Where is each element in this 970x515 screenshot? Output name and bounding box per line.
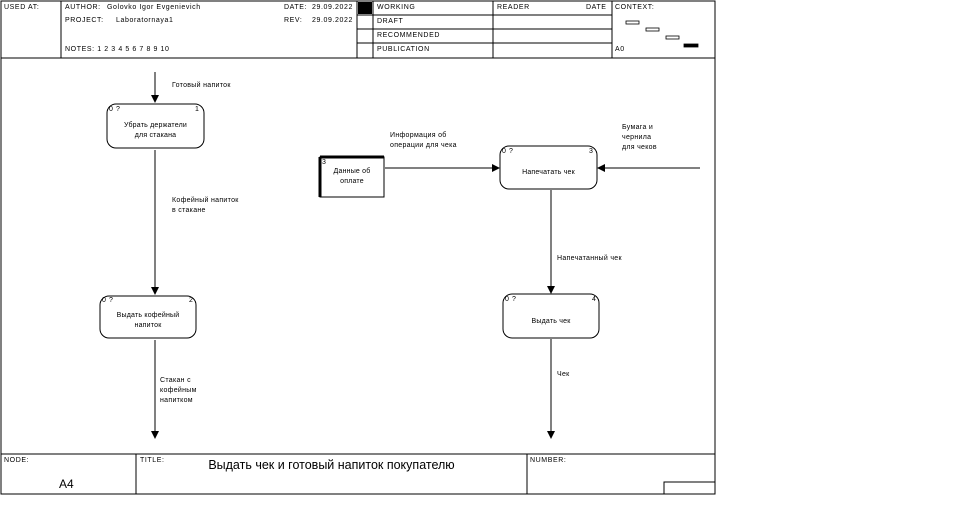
diagram-title: Выдать чек и готовый напиток покупателю <box>208 458 455 472</box>
reader-date-label: DATE <box>586 4 607 11</box>
box3-num: 3 <box>589 148 594 155</box>
box4-ref: 0 ? <box>505 296 517 303</box>
box1-label: Убрать держатели для стакана <box>107 121 204 141</box>
box3-ref: 0 ? <box>502 148 514 155</box>
status-publication[interactable]: PUBLICATION <box>377 46 430 53</box>
label-cup-line3: напитком <box>160 397 193 404</box>
data-store-line2: оплате <box>340 178 364 185</box>
label-op-info-line1: Информация об <box>390 132 447 139</box>
rev-value: 29.09.2022 <box>312 17 354 24</box>
box1-num: 1 <box>195 106 200 113</box>
activity-box-4[interactable] <box>502 293 600 339</box>
activity-box-3[interactable] <box>499 145 598 190</box>
data-store-box[interactable] <box>319 156 385 198</box>
rev-label: REV: <box>284 17 303 24</box>
data-store-label: Данные об оплате <box>320 167 384 187</box>
label-op-info-line2: операции для чека <box>390 142 457 149</box>
context-node: A0 <box>615 46 625 53</box>
label-op-info: Информация об операции для чека <box>390 131 457 151</box>
activity-box-1[interactable] <box>106 103 205 149</box>
reader-label: READER <box>497 4 530 11</box>
number-label: NUMBER: <box>530 457 567 464</box>
label-cup-line2: кофейным <box>160 387 197 394</box>
label-paper-line3: для чеков <box>622 144 657 151</box>
data-store-num: 3 <box>322 159 327 166</box>
status-working[interactable]: WORKING <box>377 4 416 11</box>
box2-num: 2 <box>189 297 194 304</box>
label-printed: Напечатанный чек <box>557 255 622 262</box>
label-receipt: Чек <box>557 371 570 378</box>
data-store-line1: Данные об <box>333 168 371 175</box>
project-label: PROJECT: <box>65 17 104 24</box>
status-recommended[interactable]: RECOMMENDED <box>377 32 440 39</box>
author-value: Golovko Igor Evgenievich <box>107 4 201 11</box>
title-label: TITLE: <box>140 457 165 464</box>
box2-line2: напиток <box>134 322 162 329</box>
node-value: A4 <box>59 477 74 491</box>
date-value: 29.09.2022 <box>312 4 354 11</box>
box2-ref: 0 ? <box>102 297 114 304</box>
node-label: NODE: <box>4 457 30 464</box>
working-checkbox-filled <box>358 2 372 14</box>
footer-frame <box>0 453 716 495</box>
header-frame <box>0 0 716 59</box>
status-draft[interactable]: DRAFT <box>377 18 404 25</box>
author-label: AUTHOR: <box>65 4 101 11</box>
box1-line2: для стакана <box>134 132 177 139</box>
label-paper-line2: чернила <box>622 134 652 141</box>
label-paper: Бумага и чернила для чеков <box>622 123 657 153</box>
label-ready-drink: Готовый напиток <box>172 82 231 89</box>
box1-line1: Убрать держатели <box>123 122 187 129</box>
box2-label: Выдать кофейный напиток <box>100 311 196 331</box>
box1-ref: 0 ? <box>109 106 121 113</box>
date-label: DATE: <box>284 4 308 11</box>
box3-label: Напечатать чек <box>522 169 575 176</box>
box4-label: Выдать чек <box>531 318 571 325</box>
project-value: Laboratornaya1 <box>116 17 174 24</box>
label-coffee-cup-line2: в стакане <box>172 207 206 214</box>
label-coffee-cup: Кофейный напиток в стакане <box>172 196 239 216</box>
label-paper-line1: Бумага и <box>622 124 654 131</box>
label-coffee-cup-line1: Кофейный напиток <box>172 197 239 204</box>
label-cup-line1: Стакан с <box>160 377 191 384</box>
notes-label: NOTES: 1 2 3 4 5 6 7 8 9 10 <box>65 46 170 53</box>
box4-num: 4 <box>592 296 597 303</box>
activity-box-2[interactable] <box>99 295 197 339</box>
label-cup: Стакан с кофейным напитком <box>160 376 197 406</box>
used-at-label: USED AT: <box>4 4 40 11</box>
box2-line1: Выдать кофейный <box>116 312 180 319</box>
context-label: CONTEXT: <box>615 4 655 11</box>
